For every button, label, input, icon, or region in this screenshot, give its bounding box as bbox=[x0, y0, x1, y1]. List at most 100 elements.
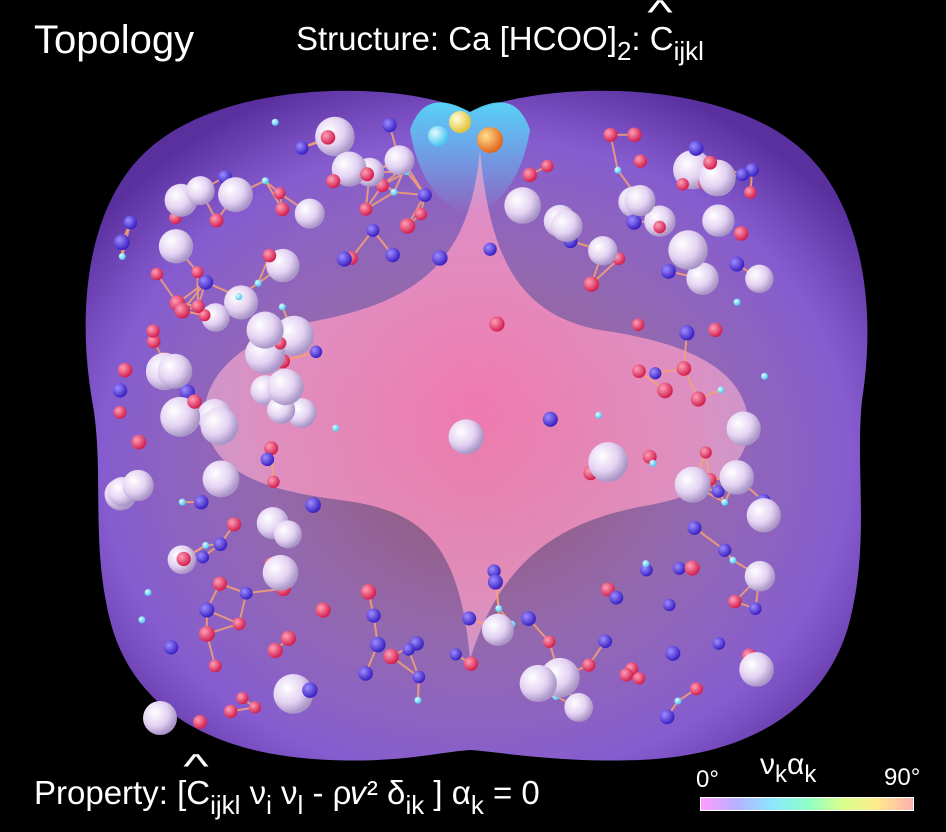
atom bbox=[668, 230, 708, 270]
atom bbox=[193, 715, 207, 729]
atom bbox=[187, 394, 202, 409]
atom bbox=[699, 446, 712, 459]
atom bbox=[487, 574, 503, 590]
atom bbox=[432, 250, 448, 266]
atom bbox=[688, 140, 704, 156]
atom bbox=[191, 299, 205, 314]
atom bbox=[383, 648, 399, 665]
atom bbox=[309, 345, 323, 359]
atom bbox=[201, 303, 230, 332]
atom bbox=[226, 517, 242, 532]
atom bbox=[320, 130, 336, 145]
structure-tensor-subscript: ijkl bbox=[673, 36, 704, 66]
atom bbox=[144, 588, 152, 596]
atom bbox=[733, 298, 741, 306]
atom bbox=[712, 637, 726, 650]
atom bbox=[202, 541, 210, 549]
atom bbox=[412, 670, 426, 684]
atom bbox=[674, 697, 682, 705]
atom bbox=[246, 311, 284, 349]
atom bbox=[273, 520, 302, 549]
atom bbox=[384, 145, 415, 176]
atom bbox=[726, 411, 761, 446]
atom bbox=[248, 701, 262, 714]
atom bbox=[131, 434, 147, 450]
atom bbox=[495, 604, 503, 612]
atom bbox=[113, 234, 130, 251]
atom bbox=[402, 643, 415, 656]
atom bbox=[143, 701, 177, 735]
atom bbox=[360, 167, 375, 182]
atom bbox=[385, 247, 400, 263]
atom bbox=[660, 263, 676, 279]
atom bbox=[449, 648, 462, 661]
atom bbox=[163, 640, 179, 655]
atom bbox=[212, 576, 227, 591]
structure-formula: Ca [HCOO] bbox=[448, 20, 617, 57]
atom bbox=[262, 554, 299, 591]
atom bbox=[614, 166, 622, 174]
atom bbox=[521, 611, 536, 626]
structure-label: Structure: Ca [HCOO]2: Cijkl bbox=[296, 20, 704, 66]
atom bbox=[504, 187, 542, 224]
atom bbox=[626, 214, 642, 230]
atom bbox=[632, 364, 646, 379]
atom bbox=[193, 494, 209, 510]
atom bbox=[218, 177, 253, 213]
atom bbox=[487, 564, 501, 578]
atom bbox=[294, 141, 309, 155]
structure-tensor: C bbox=[650, 20, 674, 58]
atom bbox=[174, 303, 191, 319]
atom bbox=[598, 634, 613, 649]
atom bbox=[649, 367, 662, 380]
atom bbox=[690, 391, 706, 407]
legend-nu-subscript: k bbox=[775, 761, 787, 788]
atom bbox=[122, 469, 154, 502]
atom bbox=[522, 167, 537, 183]
atom bbox=[191, 266, 204, 279]
atom bbox=[717, 386, 725, 394]
atom bbox=[185, 176, 215, 205]
atom bbox=[202, 460, 240, 498]
atom bbox=[477, 127, 503, 153]
legend-nu: ν bbox=[760, 748, 775, 781]
atom bbox=[632, 672, 646, 685]
atom bbox=[158, 229, 194, 264]
atom bbox=[198, 625, 215, 642]
atom bbox=[657, 382, 673, 399]
atom bbox=[642, 560, 650, 568]
atom bbox=[331, 151, 367, 187]
atom bbox=[390, 188, 398, 196]
atom bbox=[489, 316, 505, 332]
atom bbox=[687, 520, 702, 535]
atom bbox=[359, 202, 373, 216]
atom bbox=[146, 334, 161, 349]
atom bbox=[326, 174, 341, 189]
legend-max-label: 90° bbox=[884, 764, 921, 791]
atom bbox=[198, 309, 211, 322]
atom bbox=[653, 220, 666, 234]
atom bbox=[417, 188, 432, 203]
atom bbox=[619, 668, 634, 682]
atom bbox=[582, 658, 596, 672]
atom bbox=[200, 407, 239, 445]
atom bbox=[138, 616, 146, 624]
property-label: Property: bbox=[34, 774, 168, 811]
atom bbox=[746, 498, 781, 533]
crystal-lattice bbox=[104, 111, 781, 735]
atom bbox=[382, 117, 397, 133]
atom bbox=[449, 111, 471, 133]
atom bbox=[280, 630, 297, 646]
atom bbox=[676, 178, 689, 191]
atom bbox=[481, 613, 515, 646]
atom bbox=[150, 267, 164, 281]
atom bbox=[728, 594, 742, 609]
atom bbox=[609, 590, 624, 605]
legend-alpha-subscript: k bbox=[804, 761, 817, 788]
atom bbox=[262, 248, 277, 263]
atom bbox=[721, 498, 729, 506]
atom bbox=[729, 256, 745, 272]
atom bbox=[118, 252, 126, 260]
plot-title: Topology bbox=[34, 18, 195, 62]
atom bbox=[332, 424, 340, 432]
